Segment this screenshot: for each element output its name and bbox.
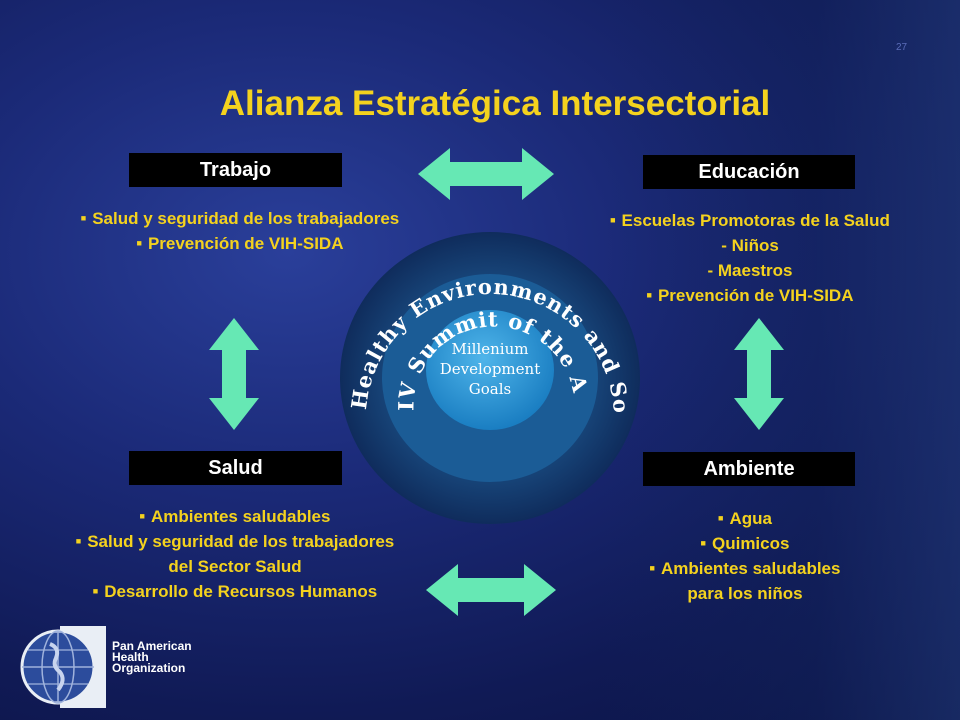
arrow-right-vertical-icon (734, 318, 784, 430)
list-item: para los niños (687, 584, 803, 603)
center-line-1: Millenium (452, 340, 529, 358)
list-item: ■Prevención de VIH-SIDA (136, 234, 344, 253)
center-line-3: Goals (469, 380, 511, 398)
center-line-2: Development (440, 360, 540, 378)
list-item: ■Ambientes saludables (649, 559, 841, 578)
list-educacion: ■Escuelas Promotoras de la Salud - Niños… (540, 208, 960, 308)
sector-box-salud: Salud (129, 451, 342, 485)
summit-diagram: Healthy Environments and Social Protecti… (328, 228, 640, 524)
list-item: ■Desarrollo de Recursos Humanos (92, 582, 378, 601)
slide-title: Alianza Estratégica Intersectorial (219, 84, 771, 123)
list-item: ■Salud y seguridad de los trabajadores (80, 209, 400, 228)
list-item: ■Escuelas Promotoras de la Salud (610, 211, 890, 230)
list-salud: ■Ambientes saludables ■Salud y seguridad… (0, 504, 470, 604)
sector-box-educacion: Educación (643, 155, 855, 189)
center-circle (426, 310, 554, 430)
list-trabajo: ■Salud y seguridad de los trabajadores ■… (20, 206, 460, 256)
list-item: ■Quimicos (700, 534, 790, 553)
list-item: del Sector Salud (168, 557, 302, 576)
sector-box-trabajo: Trabajo (129, 153, 342, 187)
circuit-background (600, 0, 960, 720)
list-item: ■Salud y seguridad de los trabajadores (75, 532, 395, 551)
list-item: - Niños (721, 236, 779, 255)
globe-logo-icon (20, 626, 106, 708)
slide-number: 27 (896, 42, 908, 53)
arrow-bottom-horizontal-icon (426, 564, 556, 616)
arrow-top-horizontal-icon (418, 148, 554, 200)
organization-name: Pan American Health Organization (112, 639, 192, 675)
list-item: ■Prevención de VIH-SIDA (646, 286, 854, 305)
arrow-left-vertical-icon (209, 318, 259, 430)
list-ambiente: ■Agua ■Quimicos ■Ambientes saludables pa… (590, 506, 900, 606)
list-item: ■Ambientes saludables (139, 507, 331, 526)
sector-box-ambiente: Ambiente (643, 452, 855, 486)
list-item: - Maestros (707, 261, 793, 280)
list-item: ■Agua (718, 509, 772, 528)
